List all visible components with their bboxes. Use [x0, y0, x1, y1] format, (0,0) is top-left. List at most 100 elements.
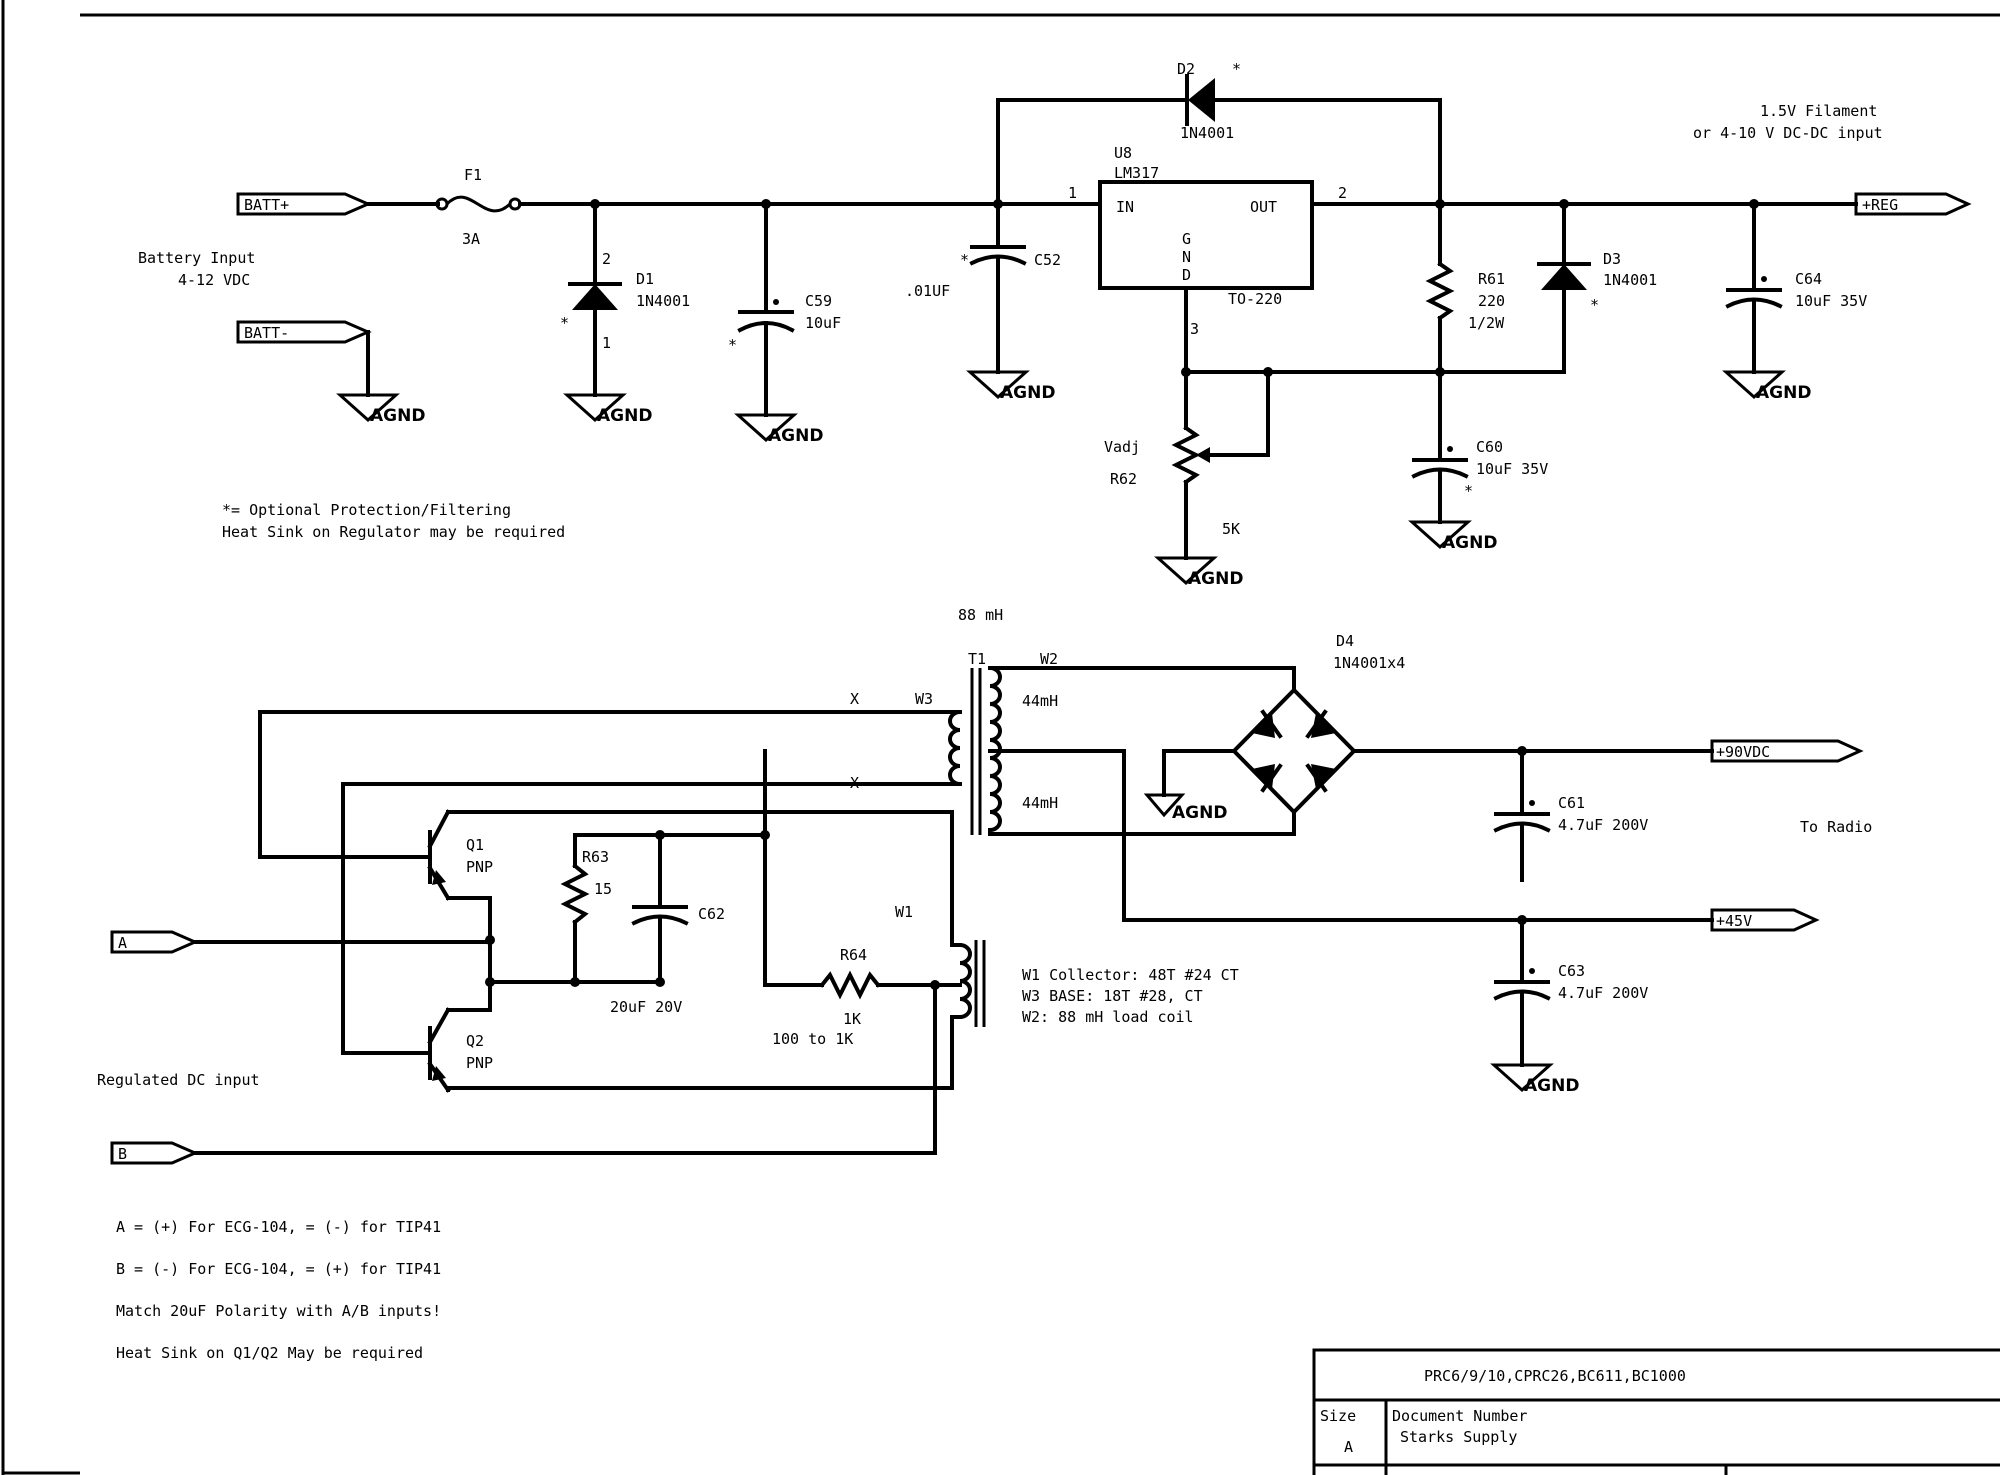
ground-symbol: AGND [1143, 793, 1227, 823]
title-block-title: PRC6/9/10,CPRC26,BC611,BC1000 [1424, 1367, 1686, 1385]
winding-note-w2: W2: 88 mH load coil [1022, 1008, 1194, 1026]
c59-optional-star: * [728, 336, 737, 354]
t1-w3-label: W3 [915, 690, 933, 708]
d2-value: 1N4001 [1180, 124, 1234, 142]
title-block-docnum-label: Document Number [1392, 1407, 1527, 1425]
note-a-polarity: A = (+) For ECG-104, = (-) for TIP41 [116, 1218, 441, 1236]
transformer-t1: T1 W2 W3 X X 44mH 44mH [850, 650, 1058, 835]
c52-ref: C52 [1034, 251, 1061, 269]
capacitor-c52: C52 .01UF * [905, 245, 1061, 300]
diode-d3: D3 1N4001 * [1537, 250, 1657, 314]
resistor-r64: R64 1K 100 to 1K [772, 946, 881, 1048]
capacitor-c60: C60 10uF 35V * [1411, 438, 1548, 500]
u8-pin2: 2 [1338, 184, 1347, 202]
u8-gnd-n: N [1182, 248, 1191, 266]
r64-value: 1K [843, 1010, 861, 1028]
port-b-label: B [118, 1145, 127, 1163]
port-a-in: A [110, 930, 199, 954]
c59-value: 10uF [805, 314, 841, 332]
title-block: PRC6/9/10,CPRC26,BC611,BC1000 Size A Doc… [1312, 1348, 2000, 1475]
d3-optional-star: * [1590, 296, 1599, 314]
c62-value: 20uF 20V [610, 998, 682, 1016]
filament-sub-label: or 4-10 V DC-DC input [1693, 124, 1883, 142]
ground-label: AGND [768, 426, 823, 446]
c60-optional-star: * [1464, 482, 1473, 500]
diode-d1: 2 1 D1 1N4001 * [560, 250, 690, 352]
d3-ref: D3 [1603, 250, 1621, 268]
port-45v-label: +45V [1716, 912, 1752, 930]
battery-input-label: Battery Input [138, 249, 255, 267]
ground-symbol: AGND [1154, 556, 1243, 589]
r63-ref: R63 [582, 848, 609, 866]
t1-half-1: 44mH [1022, 692, 1058, 710]
r62-ref: R62 [1110, 470, 1137, 488]
port-batt-pos: BATT+ [236, 192, 372, 216]
ground-label: AGND [597, 406, 652, 426]
d1-pin-bot: 1 [602, 334, 611, 352]
u8-pin-in: IN [1116, 198, 1134, 216]
r64-ref: R64 [840, 946, 867, 964]
r61-value: 220 [1478, 292, 1505, 310]
u8-gnd-g: G [1182, 230, 1191, 248]
resistor-r61: R61 220 1/2W [1425, 261, 1505, 332]
ground-label: AGND [1172, 803, 1227, 823]
ground-symbol: AGND [734, 413, 823, 446]
q2-ref: Q2 [466, 1032, 484, 1050]
f1-value: 3A [462, 230, 480, 248]
to-radio-label: To Radio [1800, 818, 1872, 836]
transistor-q1: Q1 PNP [427, 809, 493, 901]
t1-half-2: 44mH [1022, 794, 1058, 812]
ground-label: AGND [1756, 383, 1811, 403]
d4-value: 1N4001x4 [1333, 654, 1405, 672]
d1-ref: D1 [636, 270, 654, 288]
port-batt-pos-label: BATT+ [244, 196, 289, 214]
c63-value: 4.7uF 200V [1558, 984, 1648, 1002]
d1-optional-star: * [560, 314, 569, 332]
note-match-polarity: Match 20uF Polarity with A/B inputs! [116, 1302, 441, 1320]
ground-symbol: AGND [966, 370, 1055, 403]
fuse-f1: F1 3A [435, 166, 522, 248]
q1-type: PNP [466, 858, 493, 876]
c59-ref: C59 [805, 292, 832, 310]
d2-ref: D2 [1177, 60, 1195, 78]
optional-note: *= Optional Protection/Filtering [222, 501, 511, 519]
capacitor-c64: C64 10uF 35V [1725, 270, 1867, 310]
ground-symbol: AGND [1722, 370, 1811, 403]
diode-d2: D2 * 1N4001 [1177, 60, 1241, 142]
u8-package: TO-220 [1228, 290, 1282, 308]
title-block-size-label: Size [1320, 1407, 1356, 1425]
ground-label: AGND [1524, 1076, 1579, 1096]
ground-label: AGND [1442, 533, 1497, 553]
port-45v-out: +45V [1710, 908, 1820, 932]
capacitor-c61: C61 4.7uF 200V [1493, 794, 1648, 834]
title-block-docnum-value: Starks Supply [1400, 1428, 1517, 1446]
t1-w2-label: W2 [1040, 650, 1058, 668]
winding-note-w3: W3 BASE: 18T #28, CT [1022, 987, 1203, 1005]
u8-pin1: 1 [1068, 184, 1077, 202]
c52-optional-star: * [960, 251, 969, 269]
potentiometer-r62: Vadj R62 5K [1104, 425, 1240, 538]
port-reg-out: +REG [1854, 192, 1972, 216]
r61-power: 1/2W [1468, 314, 1505, 332]
ground-symbol: AGND [563, 393, 652, 426]
c63-ref: C63 [1558, 962, 1585, 980]
ground-label: AGND [370, 406, 425, 426]
ground-symbol: AGND [1408, 520, 1497, 553]
t1-ref: T1 [968, 650, 986, 668]
r62-value: 5K [1222, 520, 1240, 538]
resistor-r63: R63 15 [560, 848, 612, 925]
c62-ref: C62 [698, 905, 725, 923]
battery-voltage-label: 4-12 VDC [178, 271, 250, 289]
c61-value: 4.7uF 200V [1558, 816, 1648, 834]
c61-ref: C61 [1558, 794, 1585, 812]
d2-optional-star: * [1232, 60, 1241, 78]
w1-label: W1 [895, 903, 913, 921]
d1-value: 1N4001 [636, 292, 690, 310]
heatsink-regulator-note: Heat Sink on Regulator may be required [222, 523, 565, 541]
regulated-dc-label: Regulated DC input [97, 1071, 260, 1089]
c64-value: 10uF 35V [1795, 292, 1867, 310]
ground-label: AGND [1188, 569, 1243, 589]
port-batt-neg: BATT- [236, 320, 372, 344]
c60-ref: C60 [1476, 438, 1503, 456]
